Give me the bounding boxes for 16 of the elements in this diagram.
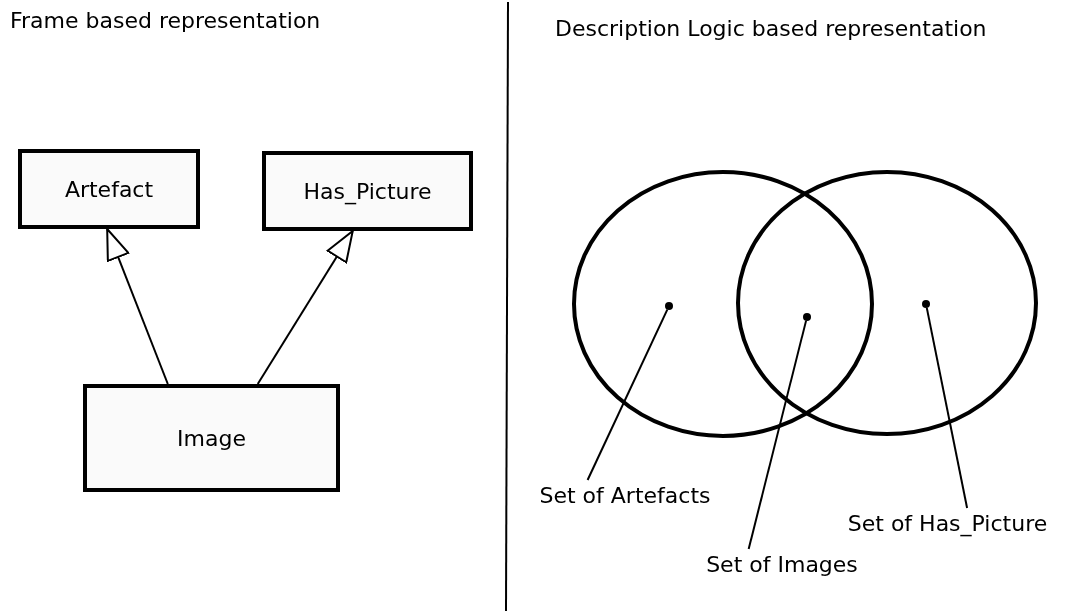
section-heading: Description Logic based representation [555, 16, 987, 41]
arrow [256, 230, 354, 385]
leader-line [586, 308, 669, 481]
class-box [262, 151, 473, 231]
arrow [106, 228, 169, 385]
set-label: Set of Images [684, 549, 880, 579]
class-box [83, 384, 340, 492]
class-name: Image [177, 425, 246, 451]
leader-line [925, 306, 969, 509]
section-heading: Frame based representation [10, 8, 321, 33]
class-name: Has_Picture [303, 178, 432, 204]
leader-line [747, 319, 807, 550]
set-label: Set of Artefacts [515, 480, 735, 510]
class-name: Artefact [64, 176, 154, 202]
class-box [18, 149, 200, 229]
set-label: Set of Has_Picture [825, 508, 1070, 538]
